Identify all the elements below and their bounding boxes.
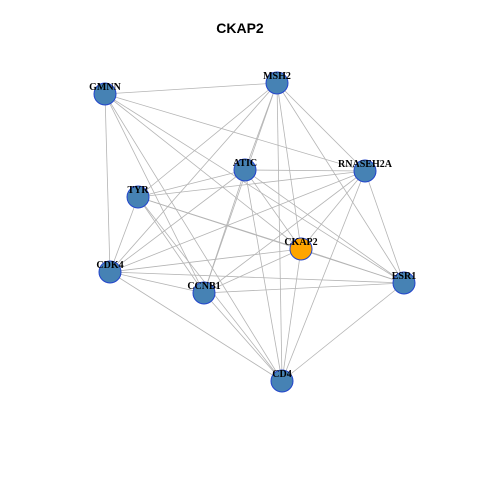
edge-atic-ckap2 xyxy=(244,169,302,250)
edge-msh2-ccnb1 xyxy=(203,82,278,294)
edge-rnaseh2a-ccnb1 xyxy=(203,170,366,294)
edge-atic-cd4 xyxy=(244,169,283,382)
edge-esr1-cd4 xyxy=(281,282,405,382)
edge-msh2-tyr xyxy=(137,82,278,198)
edge-ckap2-cd4 xyxy=(281,248,302,382)
edge-rnaseh2a-tyr xyxy=(137,170,366,198)
node-label-rnaseh2a: RNASEH2A xyxy=(338,159,393,170)
node-label-tyr: TYR xyxy=(127,185,149,196)
node-gmnn[interactable] xyxy=(93,82,117,106)
edge-rnaseh2a-esr1 xyxy=(364,170,405,284)
edge-msh2-cd4 xyxy=(276,82,283,382)
network-title: CKAP2 xyxy=(216,20,264,36)
edge-cdk4-ccnb1 xyxy=(109,271,205,294)
node-ckap2[interactable] xyxy=(289,237,313,261)
edge-atic-ccnb1 xyxy=(203,169,246,294)
node-label-ckap2: CKAP2 xyxy=(284,237,317,248)
node-ccnb1[interactable] xyxy=(192,281,216,305)
node-label-atic: ATIC xyxy=(233,158,257,169)
edge-rnaseh2a-cdk4 xyxy=(109,170,366,273)
edge-gmnn-ckap2 xyxy=(104,93,302,250)
edge-rnaseh2a-ckap2 xyxy=(300,170,366,250)
edge-gmnn-esr1 xyxy=(104,93,405,284)
node-cdk4[interactable] xyxy=(98,260,122,284)
nodes-layer xyxy=(93,71,416,393)
edge-ccnb1-esr1 xyxy=(203,282,405,294)
edge-ckap2-esr1 xyxy=(300,248,405,284)
node-label-cd4: CD4 xyxy=(272,369,291,380)
edge-cdk4-cd4 xyxy=(109,271,283,382)
edge-gmnn-msh2 xyxy=(104,82,278,95)
edge-msh2-ckap2 xyxy=(276,82,302,250)
node-label-esr1: ESR1 xyxy=(392,271,416,282)
edge-cdk4-esr1 xyxy=(109,271,405,284)
edge-ckap2-ccnb1 xyxy=(203,248,302,294)
edge-rnaseh2a-cd4 xyxy=(281,170,366,382)
edge-msh2-cdk4 xyxy=(109,82,278,273)
node-label-gmnn: GMNN xyxy=(89,82,121,93)
edge-gmnn-cdk4 xyxy=(104,93,111,273)
edge-atic-tyr xyxy=(137,169,246,198)
edge-gmnn-rnaseh2a xyxy=(104,93,366,172)
node-esr1[interactable] xyxy=(392,271,416,295)
node-atic[interactable] xyxy=(233,158,257,182)
node-msh2[interactable] xyxy=(265,71,289,95)
edge-msh2-rnaseh2a xyxy=(276,82,366,172)
edge-msh2-esr1 xyxy=(276,82,405,284)
edge-ckap2-cdk4 xyxy=(109,248,302,273)
node-rnaseh2a[interactable] xyxy=(353,159,377,183)
node-tyr[interactable] xyxy=(126,185,150,209)
edge-gmnn-cd4 xyxy=(104,93,283,382)
edge-tyr-ccnb1 xyxy=(137,196,205,294)
node-label-ccnb1: CCNB1 xyxy=(187,281,220,292)
edge-ccnb1-cd4 xyxy=(203,292,283,382)
edge-tyr-cdk4 xyxy=(109,196,139,273)
edge-atic-esr1 xyxy=(244,169,405,284)
edges-layer xyxy=(104,82,405,382)
node-cd4[interactable] xyxy=(270,369,294,393)
node-label-cdk4: CDK4 xyxy=(96,260,123,271)
edge-atic-rnaseh2a xyxy=(244,169,366,172)
node-label-msh2: MSH2 xyxy=(263,71,291,82)
